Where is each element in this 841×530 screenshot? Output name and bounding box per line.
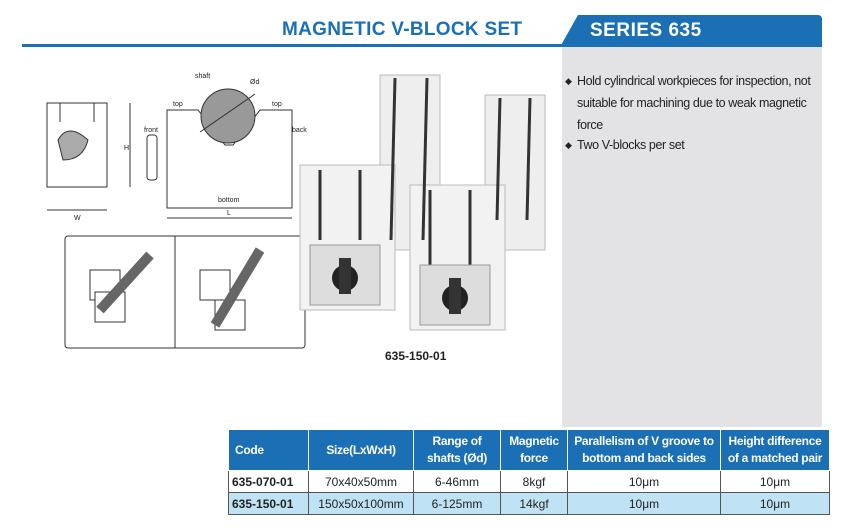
photo-caption: 635-150-01 (385, 349, 447, 363)
label-bottom: bottom (218, 197, 240, 204)
cell-size: 150x50x100mm (308, 492, 414, 515)
cell-range: 6-125mm (413, 492, 501, 515)
bullet-icon: ◆ (565, 140, 572, 150)
col-size: Size(LxWxH) (308, 429, 414, 471)
bullet-icon: ◆ (565, 76, 572, 86)
col-parallelism: Parallelism of V groove to bottom and ba… (567, 429, 721, 471)
cell-height-diff: 10μm (720, 492, 830, 515)
label-shaft: shaft (195, 73, 210, 80)
label-top-right: top (272, 101, 282, 108)
feature-item: ◆ Two V-blocks per set (565, 134, 817, 156)
cell-code: 635-150-01 (228, 492, 309, 515)
shaft-circle (200, 88, 256, 144)
page-title: MAGNETIC V-BLOCK SET (282, 19, 523, 40)
cell-height-diff: 10μm (720, 470, 830, 493)
label-w: W (74, 215, 81, 222)
cell-parallelism: 10μm (567, 492, 721, 515)
switch-knob-icon (309, 244, 491, 326)
table-row: 635-150-01 150x50x100mm 6-125mm 14kgf 10… (228, 492, 830, 515)
label-top-left: top (173, 101, 183, 108)
cell-force: 8kgf (500, 470, 568, 493)
col-range: Range of shafts (Ød) (413, 429, 501, 471)
side-view-block (46, 102, 108, 188)
label-h: H (124, 145, 129, 152)
feature-text: Two V-blocks per set (577, 138, 685, 152)
cell-code: 635-070-01 (228, 470, 309, 493)
col-code: Code (228, 429, 309, 471)
title-underline (22, 44, 567, 47)
product-photo (299, 74, 546, 331)
cell-size: 70x40x50mm (308, 470, 414, 493)
series-label: SERIES 635 (590, 20, 702, 41)
cell-parallelism: 10μm (567, 470, 721, 493)
features-panel (562, 47, 822, 427)
label-back: back (292, 127, 307, 134)
cell-force: 14kgf (500, 492, 568, 515)
table-row: 635-070-01 70x40x50mm 6-46mm 8kgf 10μm 1… (228, 470, 830, 493)
feature-text: Hold cylindrical workpieces for inspecti… (577, 74, 811, 132)
cell-range: 6-46mm (413, 470, 501, 493)
spec-table: Code Size(LxWxH) Range of shafts (Ød) Ma… (228, 429, 830, 515)
col-height-diff: Height difference of a matched pair (720, 429, 830, 471)
label-d: Ød (250, 79, 259, 86)
technical-drawing: shaft Ød top top front back bottom L W H (46, 73, 307, 349)
feature-item: ◆ Hold cylindrical workpieces for inspec… (565, 70, 817, 136)
col-force: Magnetic force (500, 429, 568, 471)
label-front: front (144, 127, 158, 134)
table-header-row: Code Size(LxWxH) Range of shafts (Ød) Ma… (228, 429, 830, 471)
series-tab (560, 15, 822, 47)
label-l: L (227, 210, 231, 217)
